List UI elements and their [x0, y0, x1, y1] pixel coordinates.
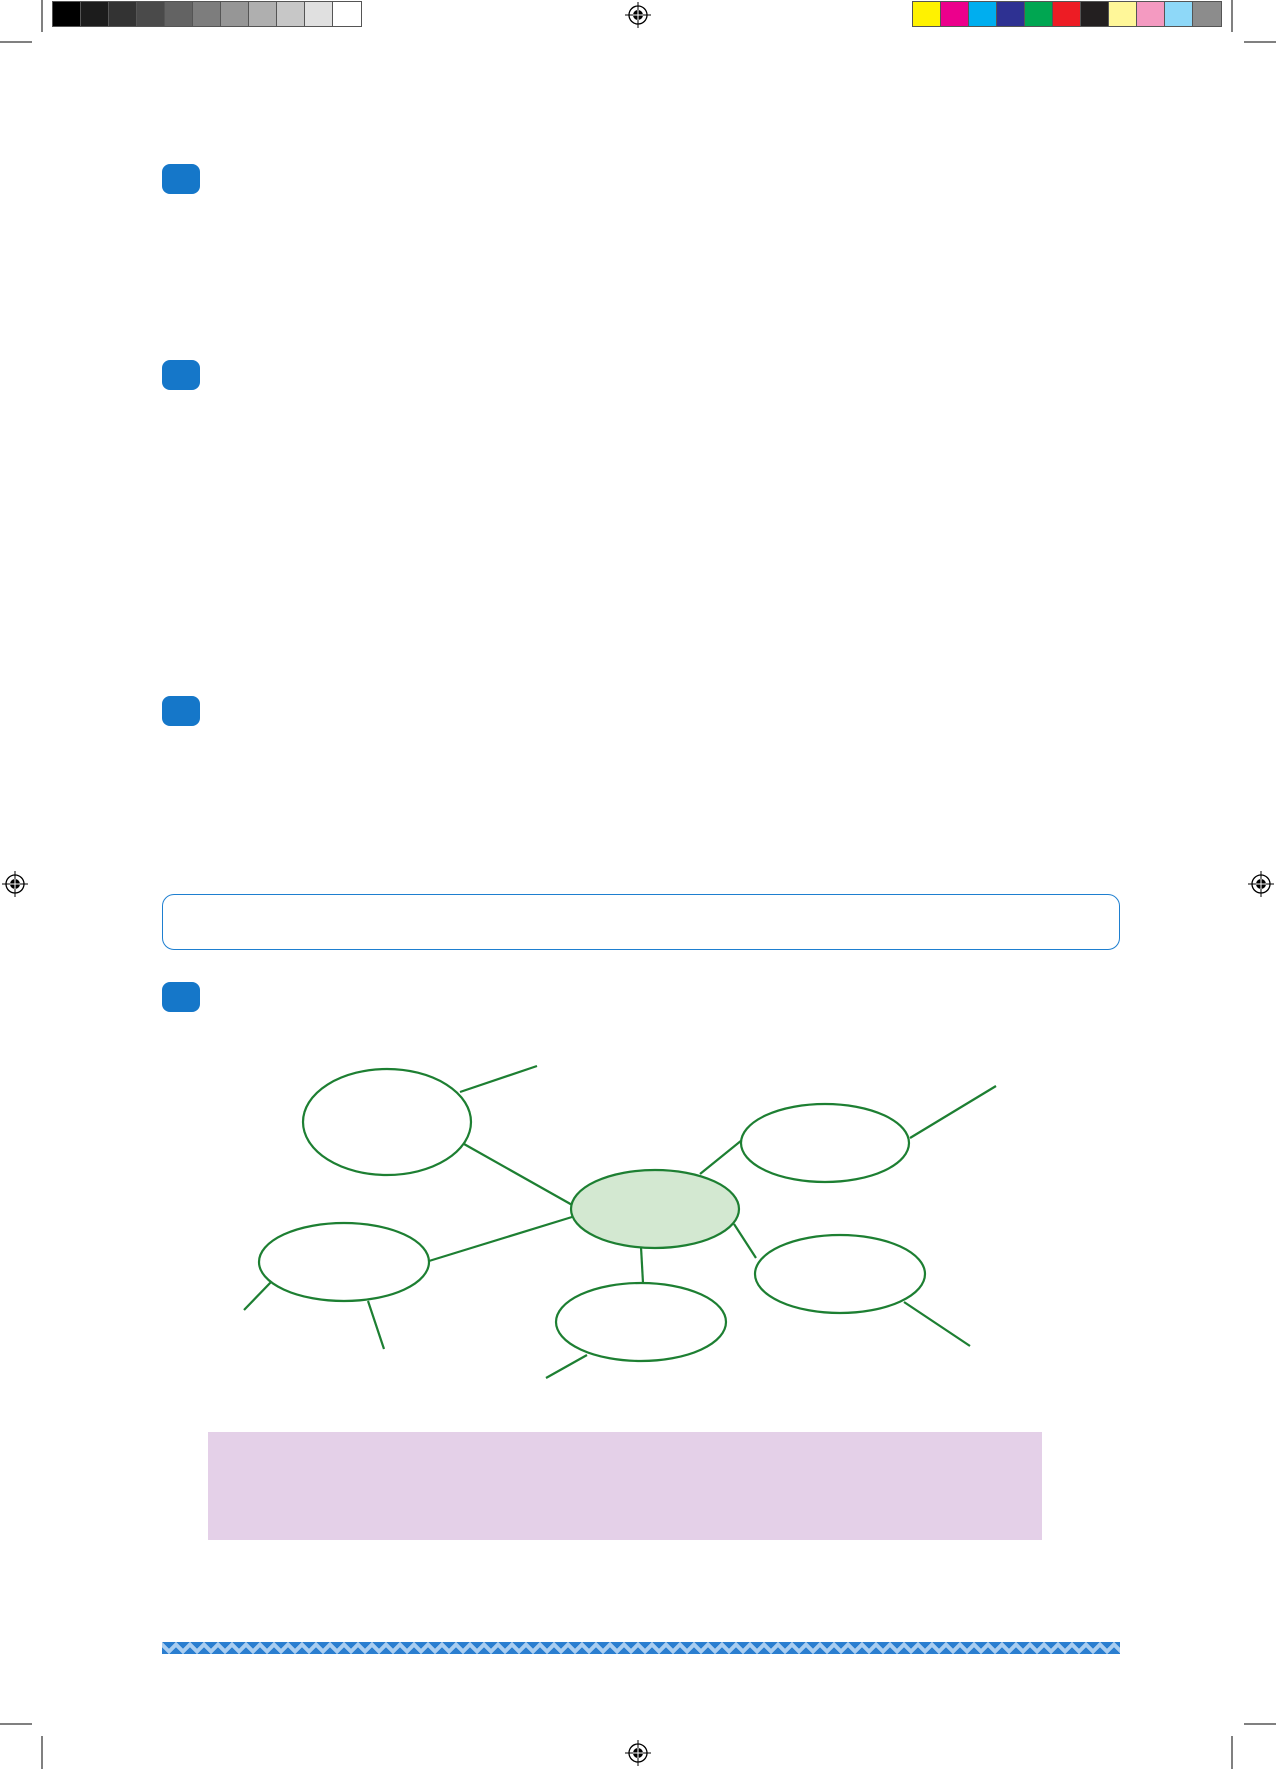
color-swatch — [1137, 2, 1165, 26]
color-swatch — [305, 2, 333, 26]
color-swatch — [333, 2, 361, 26]
color-swatch — [277, 2, 305, 26]
color-swatch — [1081, 2, 1109, 26]
grayscale-color-bar — [52, 1, 362, 27]
mindmap-connector — [909, 1085, 997, 1139]
mindmap-connector — [243, 1280, 273, 1311]
mindmap-connector — [545, 1354, 588, 1379]
color-swatch — [165, 2, 193, 26]
color-swatch — [1193, 2, 1221, 26]
color-swatch — [1053, 2, 1081, 26]
color-swatch — [1025, 2, 1053, 26]
registration-target-icon — [625, 2, 651, 28]
question-2-badge — [162, 360, 200, 390]
color-swatch — [1165, 2, 1193, 26]
mindmap-connector — [903, 1301, 971, 1347]
question-4-badge — [162, 982, 200, 1012]
registration-target-icon — [2, 871, 28, 897]
color-swatch — [81, 2, 109, 26]
color-swatch — [1109, 2, 1137, 26]
mindmap-node[interactable] — [554, 1281, 728, 1363]
question-1-badge — [162, 164, 200, 194]
mindmap-node[interactable] — [257, 1221, 431, 1303]
mindmap-connector — [428, 1215, 573, 1263]
note-box — [208, 1432, 1042, 1540]
color-swatch — [193, 2, 221, 26]
question-3-badge — [162, 696, 200, 726]
mindmap-node[interactable] — [739, 1102, 911, 1184]
mindmap-node[interactable] — [753, 1233, 927, 1315]
color-swatch — [997, 2, 1025, 26]
color-swatch — [109, 2, 137, 26]
color-swatch — [913, 2, 941, 26]
answer-box[interactable] — [162, 894, 1120, 950]
mindmap-connector — [366, 1300, 386, 1350]
color-swatch — [941, 2, 969, 26]
process-color-bar — [912, 1, 1222, 27]
mindmap-node[interactable] — [301, 1067, 473, 1177]
mindmap-connector — [699, 1139, 743, 1175]
mindmap-connector — [733, 1223, 757, 1259]
mindmap-connector — [463, 1143, 575, 1207]
color-swatch — [53, 2, 81, 26]
mindmap-connector — [639, 1246, 645, 1284]
color-swatch — [249, 2, 277, 26]
footer-decorative-band — [162, 1642, 1120, 1654]
mindmap-center-node[interactable] — [569, 1168, 741, 1250]
color-swatch — [137, 2, 165, 26]
registration-target-icon — [625, 1740, 651, 1766]
registration-target-icon — [1248, 871, 1274, 897]
color-swatch — [969, 2, 997, 26]
mindmap-connector — [459, 1064, 538, 1094]
color-swatch — [221, 2, 249, 26]
